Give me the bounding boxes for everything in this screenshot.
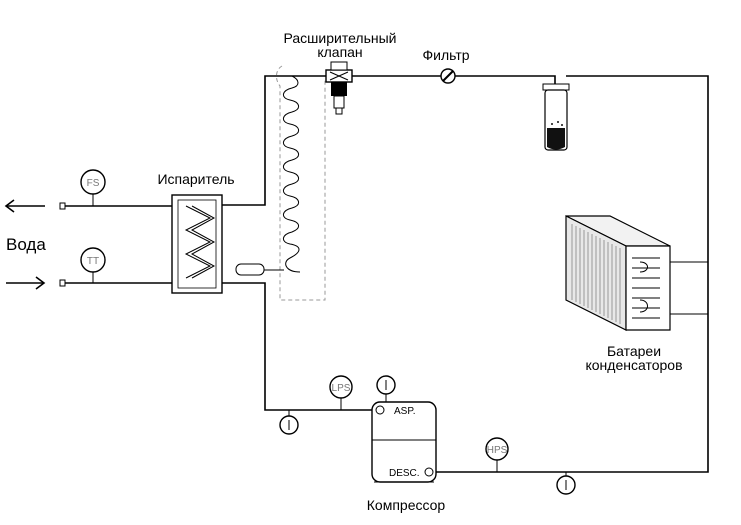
- water-out-cap: [59, 202, 66, 210]
- gauge-fs: FS: [80, 169, 106, 206]
- evaporator: [171, 194, 223, 294]
- condenser-label-2: конденсаторов: [585, 357, 682, 373]
- gauge-suction-top: [376, 375, 396, 402]
- suction-port-label: ASP.: [394, 406, 416, 417]
- filter-label: Фильтр: [422, 47, 469, 63]
- arrow-right-icon: [6, 276, 46, 290]
- pipe-receiver-condenser: [566, 75, 709, 316]
- expansion-valve-label-1: Расширительный: [284, 30, 397, 46]
- arrow-left-icon: [4, 199, 45, 213]
- discharge-port-label: DESC.: [389, 468, 420, 479]
- water-in-cap: [59, 279, 66, 287]
- evaporator-coil: [235, 65, 326, 301]
- evaporator-label: Испаритель: [157, 171, 234, 187]
- compressor-label: Компрессор: [367, 497, 446, 513]
- gauge-tt: TT: [80, 247, 106, 283]
- pipe-evap-valve: [222, 75, 330, 206]
- water-lines: [4, 199, 172, 290]
- condenser-label-1: Батареи: [607, 343, 661, 359]
- pipe-top: [352, 75, 556, 86]
- pipe-evap-compressor: [222, 282, 380, 411]
- sensing-bulb: [235, 263, 265, 276]
- gauge-hps: HPS: [485, 437, 509, 472]
- gauge-discharge-low: [556, 472, 576, 495]
- gauge-lps-label: LPS: [332, 383, 351, 394]
- filter-icon: [440, 68, 456, 84]
- gauge-tt-label: TT: [87, 256, 99, 267]
- suction-port: [375, 405, 385, 415]
- gauge-lps: LPS: [329, 375, 353, 410]
- pipe-condenser-out: [434, 316, 709, 473]
- gauge-suction-low: [279, 410, 299, 435]
- expansion-valve-label-2: клапан: [317, 44, 362, 60]
- gauge-fs-label: FS: [87, 178, 100, 189]
- compressor-icon: [371, 401, 437, 483]
- gauge-hps-label: HPS: [487, 445, 508, 456]
- expansion-valve-icon: [325, 61, 353, 115]
- condenser-icon: [565, 215, 671, 331]
- receiver-icon: [542, 83, 570, 151]
- water-label: Вода: [6, 235, 46, 254]
- discharge-port: [424, 467, 434, 477]
